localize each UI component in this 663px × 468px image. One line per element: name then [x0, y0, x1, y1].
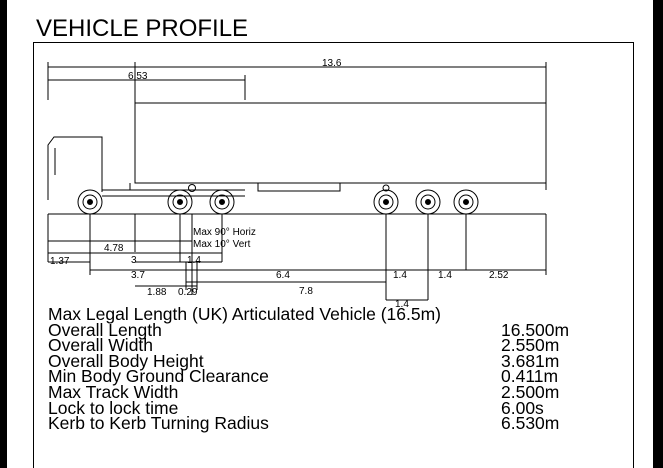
annotation-vert: Max 10° Vert: [193, 239, 251, 250]
diagram-frame: [33, 42, 634, 468]
spec-value: 16.500m: [501, 319, 570, 340]
spec-row: Max Track Width 2.500m: [48, 381, 588, 402]
trailer-skirt: [257, 182, 341, 192]
spec-value: 6.530m: [501, 413, 560, 434]
page-title: VEHICLE PROFILE: [36, 15, 249, 42]
spec-row: Overall Width 2.550m: [48, 335, 588, 356]
trailer-wheel-1: [373, 189, 399, 215]
spec-row: Min Body Ground Clearance 0.411m: [48, 366, 588, 387]
spec-value: 0.411m: [501, 366, 559, 387]
spec-label: Max Track Width: [48, 381, 179, 402]
spec-label: Lock to lock time: [48, 397, 179, 418]
spec-value: 2.550m: [501, 335, 560, 356]
spec-label: Overall Width: [48, 335, 154, 356]
dim-label: 1.4: [393, 270, 407, 281]
spec-row: Overall Length 16.500m: [48, 319, 588, 340]
spec-row: Kerb to Kerb Turning Radius 6.530m: [48, 413, 588, 434]
dim-label: 2.52: [489, 270, 509, 281]
spec-heading-row: Max Legal Length (UK) Articulated Vehicl…: [48, 304, 588, 324]
trailer-pivot: [382, 184, 390, 192]
spec-heading: Max Legal Length (UK) Articulated Vehicl…: [48, 304, 441, 324]
wheel-drive-2: [209, 189, 235, 215]
spec-label: Overall Length: [48, 319, 162, 340]
spec-value: 2.500m: [501, 381, 560, 402]
annotation-horiz: Max 90° Horiz: [193, 227, 256, 238]
dim-label: 1.4: [438, 270, 452, 281]
dim-label: 1.4: [395, 299, 409, 310]
spec-label: Min Body Ground Clearance: [48, 366, 269, 387]
right-edge-bar: [653, 0, 663, 468]
trailer-wheel-2: [415, 189, 441, 215]
wheel-drive-1: [167, 189, 193, 215]
dim-label: 0.29: [178, 287, 198, 298]
dim-label-overall: 13.6: [322, 58, 342, 69]
trailer-body: [134, 102, 547, 184]
spec-value: 3.681m: [501, 350, 560, 371]
spec-label: Kerb to Kerb Turning Radius: [48, 413, 269, 434]
trailer-wheel-3: [453, 189, 479, 215]
spec-row: Lock to lock time 6.00s: [48, 397, 588, 418]
spec-table: Max Legal Length (UK) Articulated Vehicl…: [48, 304, 588, 434]
spec-value: 6.00s: [501, 397, 544, 418]
dim-label-front: 6.53: [128, 71, 148, 82]
dim-label: 1.4: [187, 255, 201, 266]
dim-label: 6.4: [276, 270, 290, 281]
dim-label: 3: [131, 255, 137, 266]
spec-row: Overall Body Height 3.681m: [48, 350, 588, 371]
dim-label: 3.7: [131, 270, 145, 281]
cab-outline: [47, 136, 103, 200]
wheel-front: [77, 189, 103, 215]
dim-label: 1.37: [50, 256, 70, 267]
dim-label: 7.8: [299, 286, 313, 297]
dim-label: 4.78: [104, 243, 124, 254]
spec-label: Overall Body Height: [48, 350, 204, 371]
kingpin: [188, 184, 196, 192]
left-edge-bar: [0, 0, 7, 468]
dim-label: 1.88: [147, 287, 167, 298]
